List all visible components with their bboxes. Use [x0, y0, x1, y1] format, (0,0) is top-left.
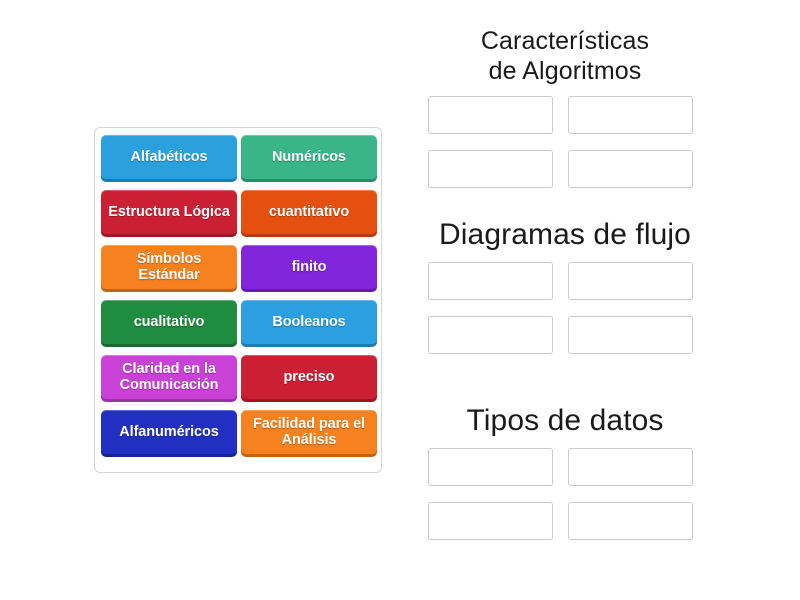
drop-slot[interactable]: [568, 316, 693, 354]
tile-label: Booleanos: [272, 314, 346, 330]
drop-slot[interactable]: [428, 262, 553, 300]
tile-label: cualitativo: [133, 314, 205, 330]
draggable-tile[interactable]: cualitativo: [101, 300, 237, 344]
tile-label: Claridad en la Comunicación: [119, 361, 219, 393]
drop-slot-grid: [428, 448, 710, 540]
draggable-tile[interactable]: finito: [241, 245, 377, 289]
draggable-tile[interactable]: Estructura Lógica: [101, 190, 237, 234]
tile-label: cuantitativo: [268, 204, 350, 220]
tile-label: Símbolos Estándar: [136, 251, 202, 283]
tile-label: Alfanuméricos: [119, 424, 219, 440]
category-group: Tipos de datos: [420, 404, 710, 540]
draggable-tile[interactable]: Alfabéticos: [101, 135, 237, 179]
category-title-line: Diagramas de flujo: [439, 218, 691, 251]
tile-label: finito: [291, 259, 327, 275]
drop-slot-grid: [428, 262, 710, 354]
drop-slot[interactable]: [428, 150, 553, 188]
category-group: Diagramas de flujo: [420, 218, 710, 354]
drop-slot[interactable]: [568, 502, 693, 540]
draggable-tile[interactable]: preciso: [241, 355, 377, 399]
draggable-tile[interactable]: Símbolos Estándar: [101, 245, 237, 289]
tile-label: Alfabéticos: [130, 149, 208, 165]
drop-slot[interactable]: [568, 96, 693, 134]
drop-slot[interactable]: [568, 150, 693, 188]
draggable-tile[interactable]: Alfanuméricos: [101, 410, 237, 454]
tile-label: Facilidad para el Análisis: [253, 416, 365, 448]
drop-slot[interactable]: [428, 96, 553, 134]
draggable-tile[interactable]: Facilidad para el Análisis: [241, 410, 377, 454]
drop-slot[interactable]: [428, 448, 553, 486]
category-title-line: Tipos de datos: [466, 404, 664, 437]
draggable-tile[interactable]: cuantitativo: [241, 190, 377, 234]
drop-slot[interactable]: [428, 316, 553, 354]
category-title: Diagramas de flujo: [420, 218, 710, 252]
draggable-tile[interactable]: Booleanos: [241, 300, 377, 344]
drop-slot[interactable]: [568, 262, 693, 300]
tile-label: Estructura Lógica: [108, 204, 230, 220]
tile-label: preciso: [283, 369, 335, 385]
tile-label: Numéricos: [271, 149, 347, 165]
drop-slot[interactable]: [428, 502, 553, 540]
draggable-tile[interactable]: Claridad en la Comunicación: [101, 355, 237, 399]
drop-slot-grid: [428, 96, 710, 188]
category-title-line: de Algoritmos: [488, 57, 642, 85]
category-title: Tipos de datos: [420, 404, 710, 438]
drop-slot[interactable]: [568, 448, 693, 486]
draggable-tile[interactable]: Numéricos: [241, 135, 377, 179]
category-title-line: Características: [480, 27, 650, 55]
